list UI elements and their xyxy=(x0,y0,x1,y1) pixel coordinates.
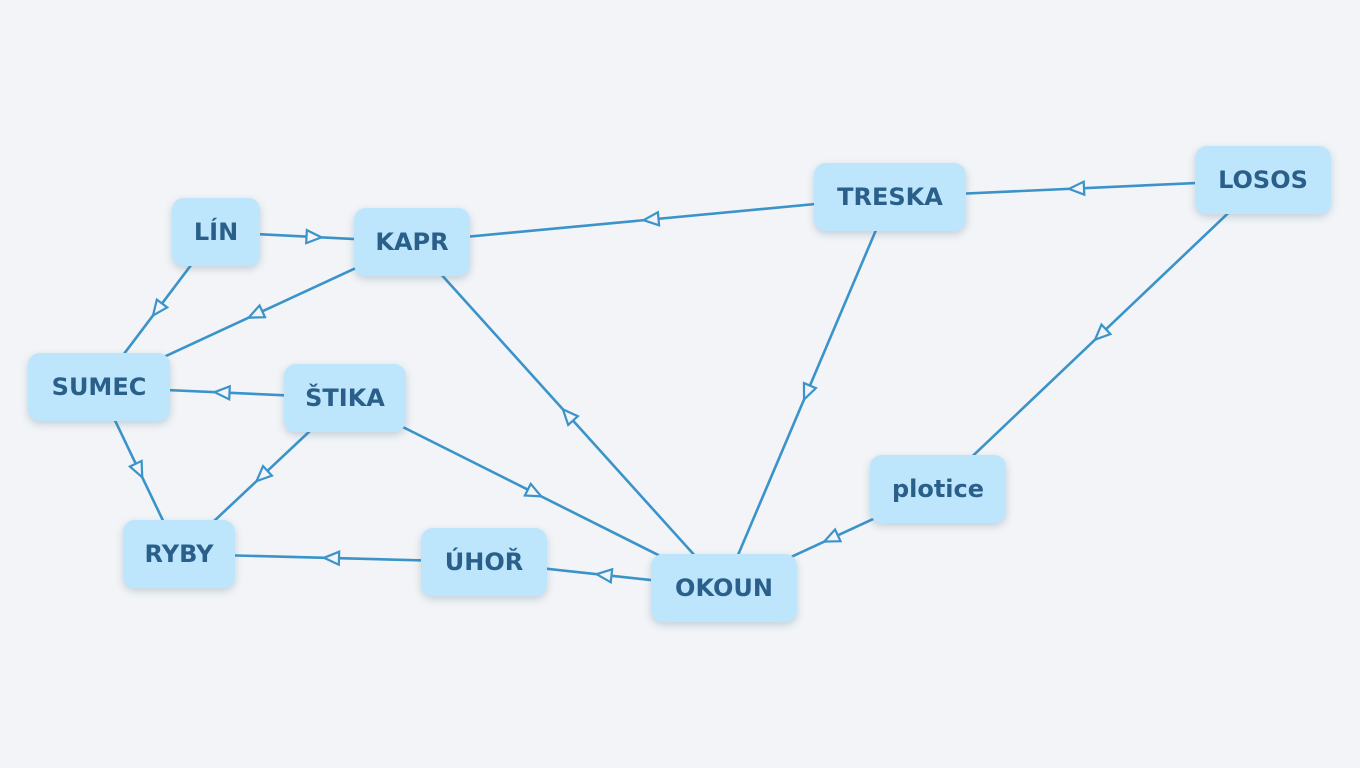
edge-arrow-stika-okoun xyxy=(523,481,544,498)
edge-arrow-stika-ryby xyxy=(254,464,274,484)
node-plotice[interactable]: plotice xyxy=(870,455,1006,523)
node-okoun[interactable]: OKOUN xyxy=(651,554,797,622)
node-treska[interactable]: TRESKA xyxy=(814,163,966,231)
edge-arrow-okoun-uhor xyxy=(593,567,614,585)
edge-arrow-stika-sumec xyxy=(211,384,231,402)
edge-arrow-kapr-sumec xyxy=(246,303,267,319)
node-ryby[interactable]: RYBY xyxy=(123,520,235,588)
node-sumec[interactable]: SUMEC xyxy=(28,353,170,421)
edge-arrow-plotice-okoun xyxy=(821,527,843,543)
node-stika[interactable]: ŠTIKA xyxy=(284,364,406,432)
edge-arrow-losos-treska xyxy=(1066,179,1086,197)
node-kapr[interactable]: KAPR xyxy=(354,208,470,276)
edge-arrow-sumec-ryby xyxy=(127,459,144,480)
node-losos[interactable]: LOSOS xyxy=(1195,146,1331,214)
edge-arrow-lin-kapr xyxy=(304,228,325,245)
node-uhor[interactable]: ÚHOŘ xyxy=(421,528,547,596)
edge-arrow-treska-kapr xyxy=(640,210,661,227)
edge-arrow-treska-okoun xyxy=(802,381,818,402)
edge-arrow-okoun-kapr xyxy=(561,407,580,427)
edge-arrow-lin-sumec xyxy=(151,297,170,318)
edge-arrow-uhor-ryby xyxy=(321,550,341,567)
edge-arrow-losos-plotice xyxy=(1093,322,1113,342)
node-lin[interactable]: LÍN xyxy=(172,198,260,266)
